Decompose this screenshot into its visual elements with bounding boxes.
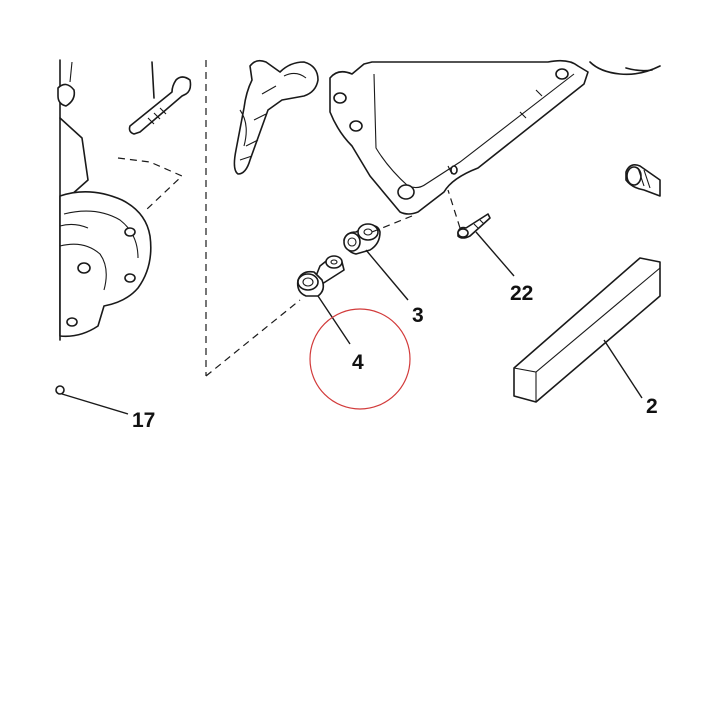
projection-gasket-to-spacer: [371, 215, 413, 233]
callout-4: 4: [352, 351, 364, 374]
left-housing-assembly: [55, 59, 192, 395]
callout-17: 17: [132, 409, 155, 432]
callout-3: 3: [412, 304, 424, 327]
part-22-screw: [457, 213, 491, 239]
gasket: [329, 59, 589, 215]
hose-bracket: [233, 59, 319, 175]
part-2-strip: [513, 257, 661, 403]
part-3-spacers: [343, 223, 381, 255]
projection-screw-to-gasket: [447, 189, 461, 229]
leader-2: [603, 339, 643, 399]
long-bolt: [128, 76, 192, 135]
callout-2: 2: [646, 395, 658, 418]
leader-3: [365, 249, 409, 301]
leader-4: [317, 295, 351, 345]
leader-lines: [61, 189, 643, 415]
leader-17: [61, 393, 129, 415]
right-fitting: [625, 164, 661, 197]
upper-right-housing: [589, 61, 661, 76]
callout-22: 22: [510, 282, 533, 305]
leader-22: [475, 231, 515, 277]
part-4-bolt: [296, 255, 345, 297]
highlight-circle: [309, 308, 411, 410]
alignment-line-diagonal: [205, 299, 301, 377]
